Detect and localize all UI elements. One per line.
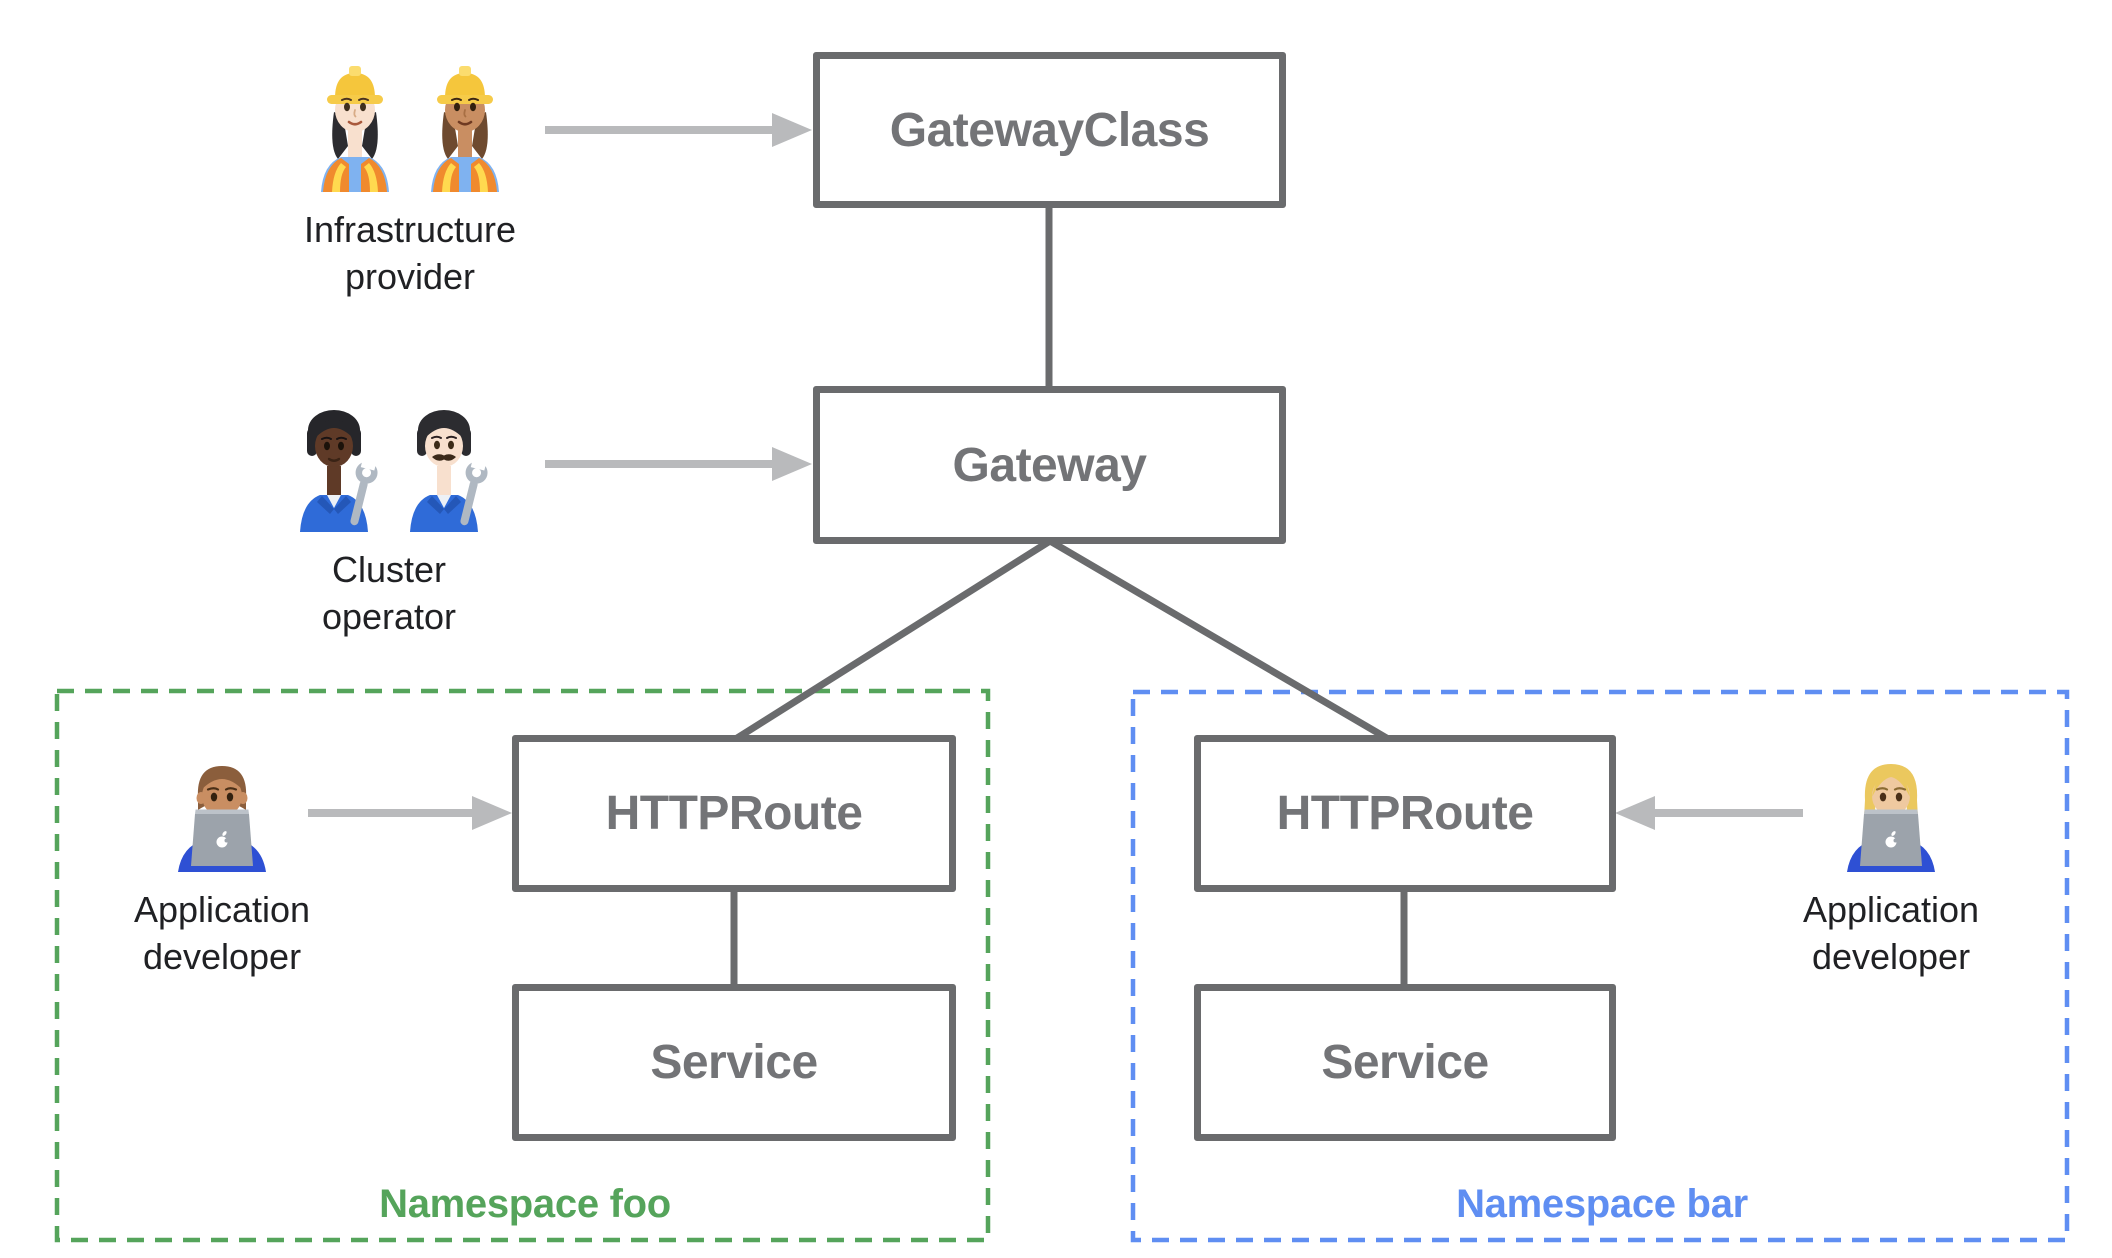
service-foo-node: Service bbox=[512, 984, 956, 1141]
app-developer-bar-label: Application developer bbox=[1802, 889, 1980, 977]
infrastructure-provider-label: Infrastructure provider bbox=[303, 209, 517, 297]
arrow-app-developer-to-httproute-bar bbox=[1615, 796, 1803, 830]
edge-gateway-httproute-foo bbox=[732, 538, 1052, 743]
gatewayclass-node: GatewayClass bbox=[813, 52, 1286, 208]
service-bar-node: Service bbox=[1194, 984, 1616, 1141]
arrow-cluster-operator-to-gateway bbox=[545, 447, 812, 481]
httproute-foo-node: HTTPRoute bbox=[512, 735, 956, 892]
wrench-icon bbox=[460, 455, 488, 526]
woman-technologist-figure bbox=[1835, 752, 1947, 872]
mechanics-figures bbox=[284, 400, 494, 532]
laptop-icon bbox=[1860, 809, 1922, 866]
persona-app-developer-foo: Application developer bbox=[52, 752, 392, 980]
gatewayclass-label: GatewayClass bbox=[889, 103, 1210, 157]
namespace-foo-boundary bbox=[54, 688, 991, 1243]
hard-hat-icon bbox=[445, 73, 485, 98]
service-bar-label: Service bbox=[1321, 1036, 1489, 1089]
namespace-bar-boundary bbox=[1130, 689, 2070, 1243]
wrench-icon bbox=[350, 455, 378, 526]
namespace-bar-label: Namespace bar bbox=[1456, 1182, 1748, 1226]
man-technologist-figure bbox=[166, 752, 278, 872]
persona-infrastructure-provider: Infrastructure provider bbox=[240, 60, 580, 300]
man-technologist-icon bbox=[178, 766, 266, 872]
app-developer-foo-label: Application developer bbox=[133, 889, 311, 977]
mustache-icon bbox=[432, 454, 456, 461]
person-mechanic-dark-icon bbox=[300, 410, 378, 532]
httproute-bar-label: HTTPRoute bbox=[1276, 787, 1534, 840]
laptop-icon bbox=[191, 809, 253, 866]
persona-cluster-operator: Cluster operator bbox=[219, 400, 559, 640]
woman-technologist-icon bbox=[1847, 764, 1935, 872]
httproute-bar-node: HTTPRoute bbox=[1194, 735, 1616, 892]
gateway-node: Gateway bbox=[813, 386, 1286, 544]
edge-gateway-httproute-bar bbox=[1048, 537, 1392, 744]
woman-construction-worker-light-icon bbox=[321, 66, 389, 192]
cluster-operator-label: Cluster operator bbox=[321, 549, 457, 637]
gateway-label: Gateway bbox=[952, 438, 1147, 492]
arrow-app-developer-to-httproute-foo bbox=[308, 796, 512, 830]
persona-app-developer-bar: Application developer bbox=[1721, 752, 2061, 980]
man-mechanic-light-icon bbox=[410, 410, 488, 532]
construction-workers-figures bbox=[305, 60, 515, 192]
hard-hat-icon bbox=[335, 73, 375, 98]
namespace-foo-label: Namespace foo bbox=[379, 1182, 671, 1226]
arrow-infrastructure-provider-to-gatewayclass bbox=[545, 113, 812, 147]
woman-construction-worker-medium-icon bbox=[431, 66, 499, 192]
httproute-foo-label: HTTPRoute bbox=[605, 787, 863, 840]
service-foo-label: Service bbox=[650, 1036, 818, 1089]
